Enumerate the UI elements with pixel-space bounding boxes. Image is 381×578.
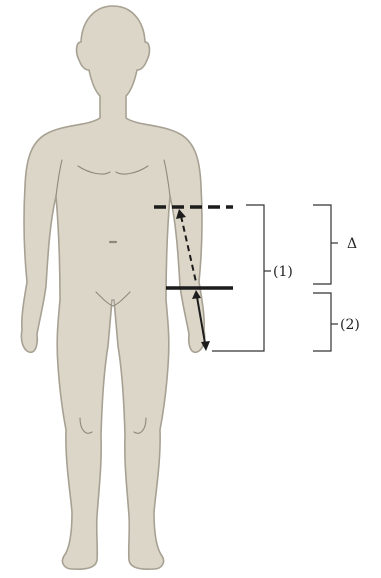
dashed-arrow-shaft (180, 215, 197, 283)
body-silhouette (20, 5, 206, 571)
chest-line-left (77, 165, 111, 175)
groin-line (95, 291, 131, 307)
brackets (212, 204, 338, 352)
arm-crease-left (55, 159, 63, 197)
body-details (55, 159, 171, 434)
label-1: (1) (273, 264, 293, 280)
bracket-delta (313, 204, 332, 285)
human-figure (20, 5, 206, 571)
measurement-markers (154, 205, 233, 351)
dashed-arrow-head (176, 209, 186, 219)
solid-arrow-head-bottom (201, 341, 210, 351)
bracket-2 (313, 292, 332, 352)
chest-line-right (115, 165, 149, 175)
label-2: (2) (340, 317, 360, 333)
arm-crease-right (163, 159, 171, 197)
knee-right (133, 417, 147, 434)
knee-left (79, 417, 93, 434)
bracket-1 (212, 204, 265, 352)
solid-arrow-shaft (196, 296, 206, 344)
label-delta: Δ (347, 236, 357, 252)
solid-arrow-head-top (192, 290, 201, 299)
